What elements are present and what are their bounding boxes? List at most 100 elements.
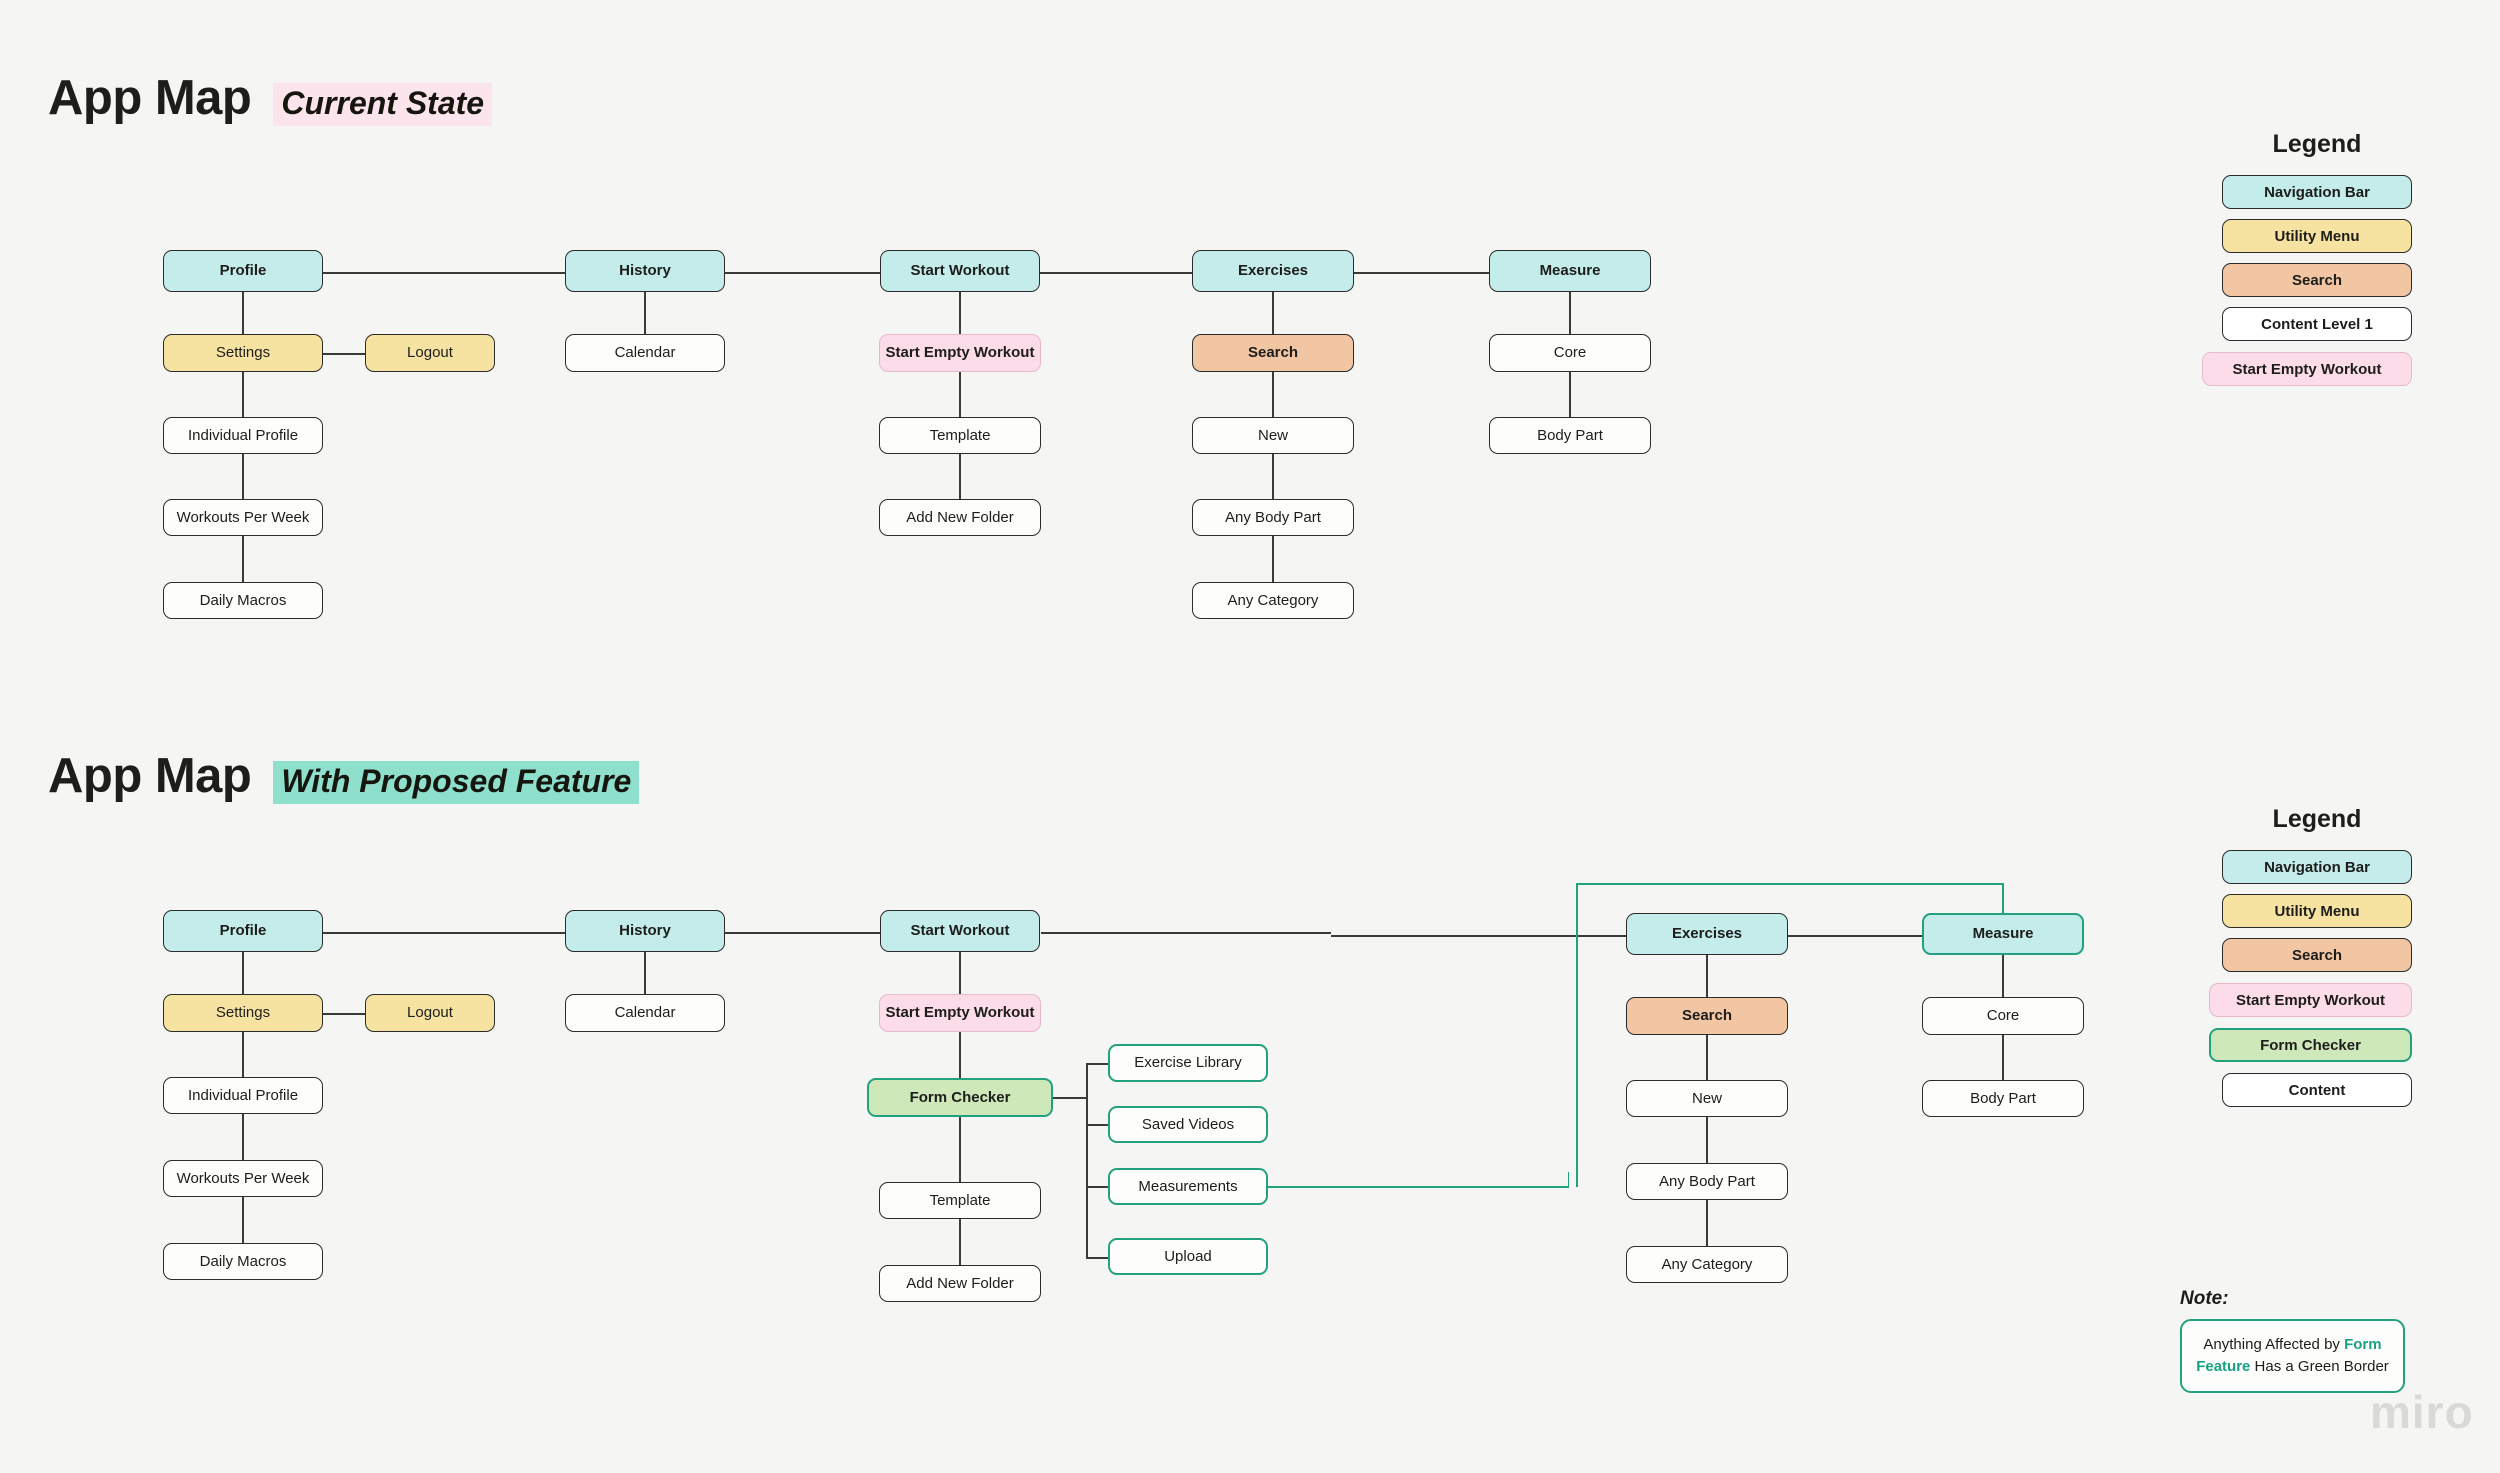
legend-item-utility-menu[interactable]: Utility Menu: [2222, 219, 2412, 253]
page-title-2: App Map: [48, 749, 252, 803]
node-logout-2[interactable]: Logout: [365, 994, 495, 1032]
node-individual-profile-2[interactable]: Individual Profile: [163, 1077, 323, 1114]
legend-item-form-checker[interactable]: Form Checker: [2209, 1028, 2412, 1062]
node-start-workout[interactable]: Start Workout: [880, 250, 1040, 292]
connector-branch-saved-videos: [1086, 1124, 1108, 1126]
node-search-2[interactable]: Search: [1626, 997, 1788, 1035]
note-label: Note:: [2180, 1288, 2229, 1309]
legend-item-search-2[interactable]: Search: [2222, 938, 2412, 972]
connector-startworkout-empty: [959, 292, 961, 334]
node-upload[interactable]: Upload: [1108, 1238, 1268, 1275]
node-settings[interactable]: Settings: [163, 334, 323, 372]
connector-core-bodypart-2: [2002, 1035, 2004, 1080]
node-profile[interactable]: Profile: [163, 250, 323, 292]
node-workouts-per-week[interactable]: Workouts Per Week: [163, 499, 323, 536]
node-any-category-2[interactable]: Any Category: [1626, 1246, 1788, 1283]
legend-item-start-empty-workout-2[interactable]: Start Empty Workout: [2209, 983, 2412, 1017]
connector-search-new: [1272, 372, 1274, 417]
legend-item-navigation-bar[interactable]: Navigation Bar: [2222, 175, 2412, 209]
connector-profile-settings-2: [242, 952, 244, 994]
connector-branch-exercise-library: [1086, 1063, 1108, 1065]
legend-proposed-feature: Legend Navigation Bar Utility Menu Searc…: [2209, 805, 2412, 1117]
node-add-new-folder-2[interactable]: Add New Folder: [879, 1265, 1041, 1302]
node-core[interactable]: Core: [1489, 334, 1651, 372]
node-calendar-2[interactable]: Calendar: [565, 994, 725, 1032]
node-form-checker[interactable]: Form Checker: [867, 1078, 1053, 1117]
legend-title: Legend: [2272, 130, 2362, 158]
connector-branch-measurements: [1086, 1186, 1108, 1188]
node-exercises-2[interactable]: Exercises: [1626, 913, 1788, 955]
connector-history-calendar-2: [644, 952, 646, 994]
node-profile-2[interactable]: Profile: [163, 910, 323, 952]
section-title-current-state: App Map Current State: [48, 74, 493, 126]
legend-list: Navigation Bar Utility Menu Search Conte…: [2202, 175, 2412, 386]
node-body-part[interactable]: Body Part: [1489, 417, 1651, 454]
node-start-empty-workout[interactable]: Start Empty Workout: [879, 334, 1041, 372]
node-individual-profile[interactable]: Individual Profile: [163, 417, 323, 454]
node-settings-2[interactable]: Settings: [163, 994, 323, 1032]
node-logout[interactable]: Logout: [365, 334, 495, 372]
legend-item-navigation-bar-2[interactable]: Navigation Bar: [2222, 850, 2412, 884]
node-daily-macros-2[interactable]: Daily Macros: [163, 1243, 323, 1280]
legend-current-state: Legend Navigation Bar Utility Menu Searc…: [2202, 130, 2412, 396]
node-new[interactable]: New: [1192, 417, 1354, 454]
node-daily-macros[interactable]: Daily Macros: [163, 582, 323, 619]
connector-search-new-2: [1706, 1035, 1708, 1080]
note-text-before: Anything Affected by: [2203, 1336, 2345, 1353]
connector-measurements-teal-v: [1576, 884, 1578, 1187]
legend-item-search[interactable]: Search: [2222, 263, 2412, 297]
node-any-body-part[interactable]: Any Body Part: [1192, 499, 1354, 536]
connector-workouts-macros: [242, 536, 244, 582]
legend-item-content[interactable]: Content: [2222, 1073, 2412, 1107]
connector-startworkout-empty-2: [959, 952, 961, 994]
connector-history-calendar: [644, 292, 646, 334]
connector-settings-logout-2: [323, 1013, 365, 1015]
miro-watermark: miro: [2370, 1386, 2474, 1438]
legend-list-2: Navigation Bar Utility Menu Search Start…: [2209, 850, 2412, 1107]
node-saved-videos[interactable]: Saved Videos: [1108, 1106, 1268, 1143]
node-start-empty-workout-2[interactable]: Start Empty Workout: [879, 994, 1041, 1032]
connector-exercises-search: [1272, 292, 1274, 334]
section-title-proposed-feature: App Map With Proposed Feature: [48, 749, 640, 804]
node-body-part-2[interactable]: Body Part: [1922, 1080, 2084, 1117]
connector-measure-core-2: [2002, 955, 2004, 997]
connector-settings-individual-2: [242, 1032, 244, 1077]
page-subtitle-tag-2: With Proposed Feature: [273, 761, 640, 804]
connector-individual-workouts: [242, 454, 244, 499]
legend-item-content-level-1[interactable]: Content Level 1: [2222, 307, 2412, 341]
node-new-2[interactable]: New: [1626, 1080, 1788, 1117]
node-workouts-per-week-2[interactable]: Workouts Per Week: [163, 1160, 323, 1197]
connector-empty-formchecker: [959, 1032, 961, 1078]
node-search[interactable]: Search: [1192, 334, 1354, 372]
node-core-2[interactable]: Core: [1922, 997, 2084, 1035]
node-history[interactable]: History: [565, 250, 725, 292]
connector-formchecker-stem: [1053, 1097, 1086, 1099]
connector-formchecker-template: [959, 1117, 961, 1182]
node-start-workout-2[interactable]: Start Workout: [880, 910, 1040, 952]
node-exercises[interactable]: Exercises: [1192, 250, 1354, 292]
node-measure[interactable]: Measure: [1489, 250, 1651, 292]
connector-template-addfolder-2: [959, 1219, 961, 1265]
node-template-2[interactable]: Template: [879, 1182, 1041, 1219]
connector-measurements-teal-h2: [1576, 883, 2004, 885]
legend-item-start-empty-workout[interactable]: Start Empty Workout: [2202, 352, 2412, 386]
connector-measure-core: [1569, 292, 1571, 334]
legend-item-utility-menu-2[interactable]: Utility Menu: [2222, 894, 2412, 928]
connector-branch-upload: [1086, 1257, 1108, 1259]
node-measurements[interactable]: Measurements: [1108, 1168, 1268, 1205]
connector-measurements-teal-h1: [1268, 1186, 1568, 1188]
node-any-body-part-2[interactable]: Any Body Part: [1626, 1163, 1788, 1200]
node-any-category[interactable]: Any Category: [1192, 582, 1354, 619]
node-history-2[interactable]: History: [565, 910, 725, 952]
connector-nav-spine-2e: [1730, 935, 2002, 937]
node-measure-2[interactable]: Measure: [1922, 913, 2084, 955]
node-add-new-folder[interactable]: Add New Folder: [879, 499, 1041, 536]
connector-exercises-search-2: [1706, 955, 1708, 997]
connector-profile-settings: [242, 292, 244, 334]
node-template[interactable]: Template: [879, 417, 1041, 454]
connector-template-addfolder: [959, 454, 961, 499]
node-exercise-library[interactable]: Exercise Library: [1108, 1044, 1268, 1082]
connector-nav-spine-2c: [1041, 932, 1331, 934]
node-calendar[interactable]: Calendar: [565, 334, 725, 372]
connector-settings-logout: [323, 353, 365, 355]
